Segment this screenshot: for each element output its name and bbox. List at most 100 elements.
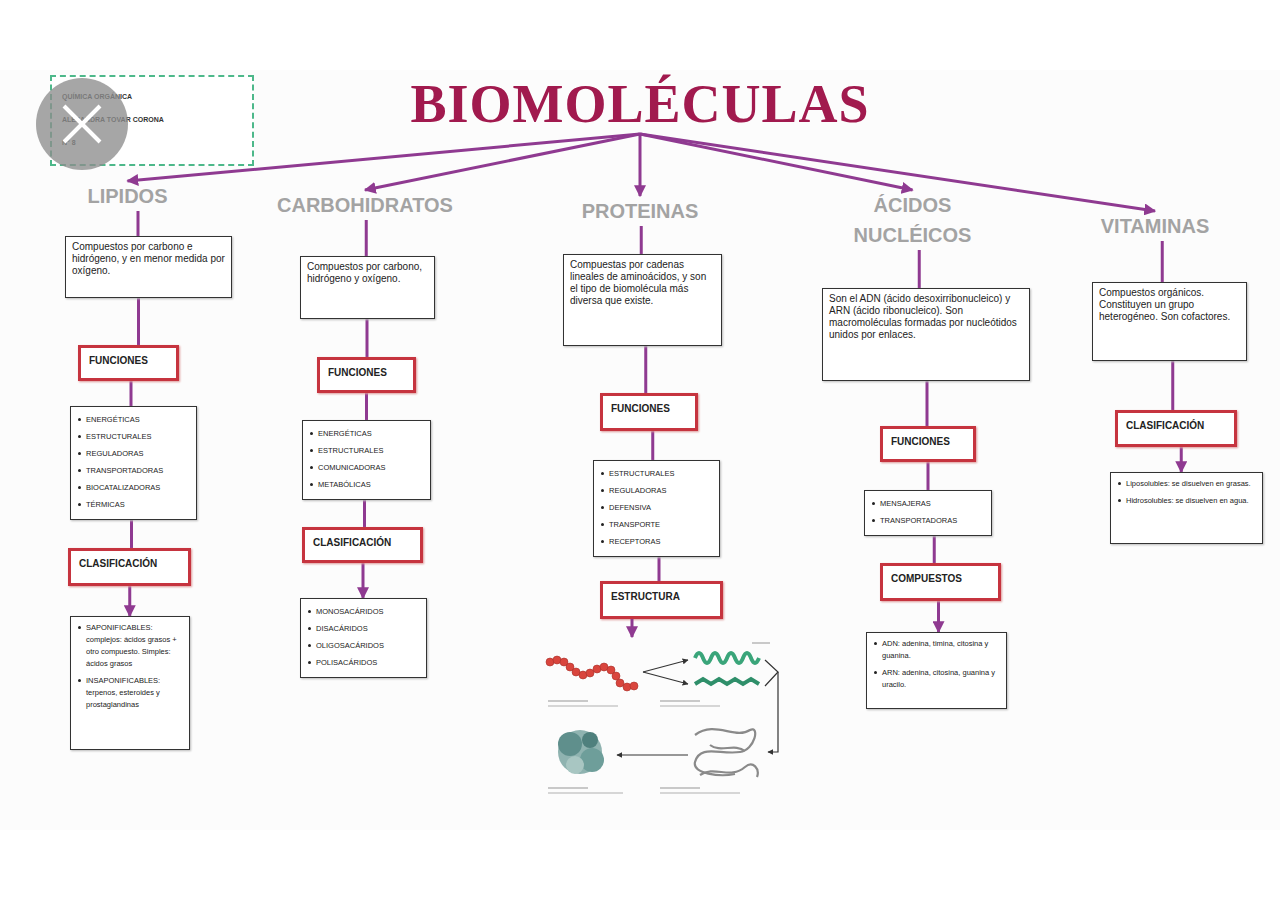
node-text: VITAMINAS (1080, 211, 1230, 241)
list-text: POLISACÁRIDOS (316, 655, 377, 671)
list-text: MONOSACÁRIDOS (316, 604, 384, 620)
list-item: ADN: adenina, timina, citosina y guanina… (872, 638, 1001, 662)
category-heading: PROTEINAS (565, 196, 715, 226)
structure-arrow (631, 619, 634, 637)
list-item: TRANSPORTE (599, 517, 714, 533)
description-box: Compuestos por carbono, hidrógeno y oxíg… (300, 256, 435, 319)
connector-line (137, 211, 140, 236)
node-text: LIPIDOS (55, 181, 200, 211)
list-text: REGULADORAS (609, 483, 667, 499)
bullet-dot (310, 449, 313, 452)
list-item: TÉRMICAS (76, 497, 191, 513)
node-text: Compuestos por carbono, hidrógeno y oxíg… (307, 261, 428, 285)
tertiary-fold (695, 729, 758, 777)
connector-line (365, 393, 368, 420)
node-text: COMPUESTOS (891, 572, 990, 586)
connector-line (658, 557, 661, 581)
node-text: Compuestas por cadenas lineales de amino… (570, 259, 715, 307)
list-text: ESTRUCTURALES (318, 443, 383, 459)
list-item: ARN: adenina, citosina, guanina y uracil… (872, 667, 1001, 691)
list-text: TRANSPORTADORAS (86, 463, 163, 479)
bullet-dot (310, 483, 313, 486)
description-box: Compuestos orgánicos. Constituyen un gru… (1092, 282, 1247, 361)
bullet-dot (601, 472, 604, 475)
connector-line (651, 431, 654, 460)
connector-line (918, 250, 921, 288)
node-text: FUNCIONES (611, 402, 687, 416)
connector-line (130, 381, 133, 406)
section-box: CLASIFICACIÓN (1115, 410, 1237, 447)
list-item: ESTRUCTURALES (76, 429, 191, 445)
list-text: TRANSPORTADORAS (880, 513, 957, 529)
list-text: ESTRUCTURALES (86, 429, 151, 445)
bullet-dot (78, 626, 81, 629)
list-text: Liposolubles: se disuelven en grasas. (1126, 478, 1251, 490)
list-text: DISACÁRIDOS (316, 621, 368, 637)
list-text: METABÓLICAS (318, 477, 371, 493)
connector-line (1161, 241, 1164, 282)
bullet-dot (308, 661, 311, 664)
node-text: FUNCIONES (891, 435, 965, 449)
connector-arrow (362, 563, 365, 598)
category-heading: LIPIDOS (55, 181, 200, 211)
bullet-dot (874, 642, 877, 645)
list-item: MONOSACÁRIDOS (306, 604, 421, 620)
list-item: Liposolubles: se disuelven en grasas. (1116, 478, 1257, 490)
bullet-dot (78, 435, 81, 438)
beta-sheet (695, 679, 759, 684)
list-text: ENERGÉTICAS (318, 426, 372, 442)
connector-arrow (128, 586, 131, 616)
bullet-dot (78, 418, 81, 421)
node-text: Son el ADN (ácido desoxirribonucleico) y… (829, 293, 1023, 341)
connector-arrow (937, 601, 940, 632)
bullet-dot (872, 502, 875, 505)
node-text: PROTEINAS (565, 196, 715, 226)
list-text: ADN: adenina, timina, citosina y guanina… (882, 638, 1001, 662)
category-heading: CARBOHIDRATOS (265, 190, 465, 220)
list-box: ESTRUCTURALESREGULADORASDEFENSIVATRANSPO… (593, 460, 720, 557)
section-box: CLASIFICACIÓN (302, 527, 423, 563)
connector-line (926, 381, 929, 426)
connector-line (644, 346, 647, 393)
section-box: COMPUESTOS (880, 563, 1001, 601)
list-item: POLISACÁRIDOS (306, 655, 421, 671)
connector-line (933, 536, 936, 563)
bullet-dot (601, 506, 604, 509)
list-text: TÉRMICAS (86, 497, 125, 513)
connector-arrow (640, 134, 913, 190)
connector-line (927, 462, 930, 490)
description-box: Compuestos por carbono e hidrógeno, y en… (65, 236, 232, 298)
list-text: INSAPONIFICABLES: terpenos, esteroides y… (86, 675, 184, 711)
list-item: REGULADORAS (76, 446, 191, 462)
list-item: ENERGÉTICAS (76, 412, 191, 428)
list-text: BIOCATALIZADORAS (86, 480, 160, 496)
list-box: MONOSACÁRIDOSDISACÁRIDOSOLIGOSACÁRIDOSPO… (300, 598, 427, 678)
list-box: MENSAJERASTRANSPORTADORAS (864, 490, 992, 536)
list-text: DEFENSIVA (609, 500, 651, 516)
bullet-dot (78, 679, 81, 682)
node-text: CLASIFICACIÓN (79, 557, 180, 571)
section-box: FUNCIONES (317, 357, 416, 393)
list-item: ENERGÉTICAS (308, 426, 425, 442)
list-item: TRANSPORTADORAS (76, 463, 191, 479)
node-text: CARBOHIDRATOS (265, 190, 465, 220)
list-item: MENSAJERAS (870, 496, 986, 512)
bullet-dot (874, 671, 877, 674)
node-text: Compuestos por carbono e hidrógeno, y en… (72, 241, 225, 277)
bullet-dot (308, 644, 311, 647)
list-text: MENSAJERAS (880, 496, 931, 512)
title-node: BIOMOLÉCULAS (330, 76, 950, 134)
list-item: DEFENSIVA (599, 500, 714, 516)
list-box: Liposolubles: se disuelven en grasas.Hid… (1110, 472, 1263, 544)
bullet-dot (308, 610, 311, 613)
connector-line (137, 298, 140, 345)
quaternary-complex (558, 730, 604, 774)
node-text: ESTRUCTURA (611, 590, 712, 604)
category-heading: ÁCIDOS NUCLÉICOS (845, 190, 980, 250)
list-box: SAPONIFICABLES: complejos: ácidos grasos… (70, 616, 190, 750)
primary-chain (546, 656, 638, 691)
list-item: INSAPONIFICABLES: terpenos, esteroides y… (76, 675, 184, 711)
list-text: REGULADORAS (86, 446, 144, 462)
description-box: Son el ADN (ácido desoxirribonucleico) y… (822, 288, 1030, 381)
